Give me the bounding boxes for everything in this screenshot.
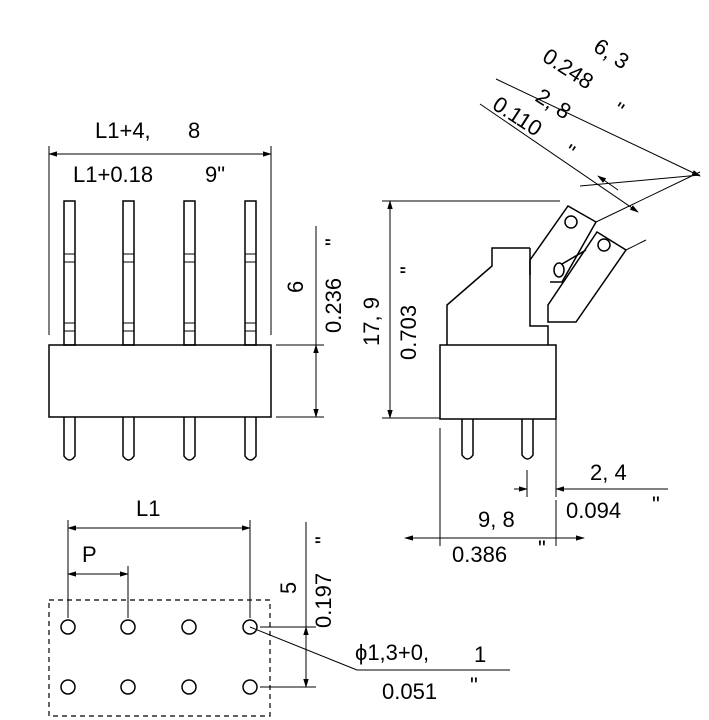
pin-height-inch: 0.236 <box>321 278 346 333</box>
body-width-inch: 0.386 <box>452 542 507 567</box>
tab-width-metric: 6, 3 <box>589 33 633 74</box>
front-pins-lower <box>63 417 257 461</box>
hole <box>120 679 136 695</box>
side-height-metric: 17, 9 <box>359 297 384 346</box>
pin-offset-inch-mark: " <box>652 492 660 517</box>
tab-width-inch-mark: " <box>608 97 628 122</box>
angled-tabs <box>529 205 628 323</box>
side-height-inch: 0.703 <box>396 305 421 360</box>
hole <box>242 679 258 695</box>
width-metric-b: 8 <box>188 118 200 143</box>
row-spacing-inch: 0.197 <box>311 573 336 628</box>
hole-diameter-inch-mark: " <box>470 673 478 698</box>
footprint-outline <box>48 599 271 717</box>
pin-height-metric: 6 <box>283 281 308 293</box>
front-housing <box>48 344 272 418</box>
width-inch-a: L1+0.18 <box>73 162 153 187</box>
hole <box>60 679 76 695</box>
width-metric-a: L1+4, <box>95 118 151 143</box>
hole-diameter-metric-b: 1 <box>474 642 486 667</box>
row-spacing-metric: 5 <box>276 582 301 594</box>
pin-offset-metric: 2, 4 <box>590 460 627 485</box>
side-view: 17, 9 0.703 " 6, 3 0.248 " 2, 8 0.110 " … <box>359 33 701 567</box>
side-height-inch-mark: " <box>396 266 421 274</box>
width-inch-b: 9" <box>205 162 225 187</box>
row-spacing-inch-mark: " <box>311 536 336 544</box>
front-view: L1+4, 8 L1+0.18 9" 6 0.236 " <box>48 118 346 461</box>
footprint-holes <box>60 619 258 695</box>
hole <box>181 619 197 635</box>
footprint-pitch-label: P <box>82 542 97 567</box>
body-width-metric: 9, 8 <box>478 507 515 532</box>
front-pins-upper <box>63 200 257 346</box>
hole <box>60 619 76 635</box>
pin-height-inch-mark: " <box>321 238 346 246</box>
hole <box>242 619 258 635</box>
tab-thickness-inch-mark: " <box>559 139 579 164</box>
hole-diameter-inch: 0.051 <box>382 679 437 704</box>
footprint: L1 P 5 0.197 " ϕ1,3+0, 1 0.051 " <box>48 496 510 717</box>
pin-offset-inch: 0.094 <box>566 498 621 523</box>
footprint-length-label: L1 <box>136 496 160 521</box>
hole <box>181 679 197 695</box>
hole-diameter-metric-a: ϕ1,3+0, <box>355 640 429 665</box>
side-housing <box>439 344 557 420</box>
body-width-inch-mark: " <box>538 536 546 561</box>
hole <box>120 619 136 635</box>
